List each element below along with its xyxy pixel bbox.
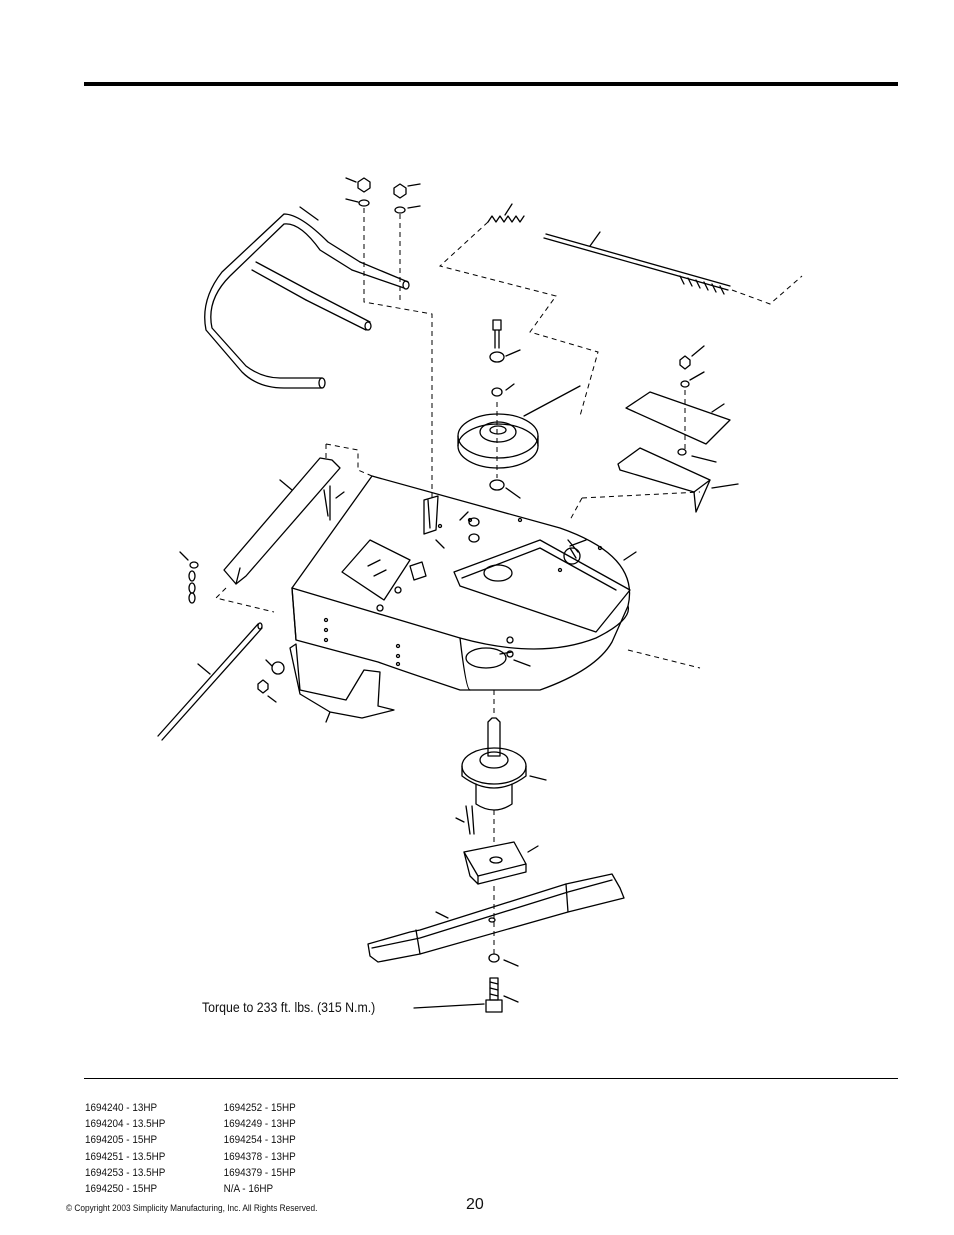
torque-note: Torque to 233 ft. lbs. (315 N.m.)	[202, 999, 376, 1015]
spring-and-rod	[487, 203, 731, 295]
model-item: 1694251 - 13.5HP	[85, 1150, 166, 1163]
model-item: 1694205 - 15HP	[85, 1134, 158, 1147]
model-item: 1694253 - 13.5HP	[85, 1166, 166, 1179]
model-list-right: 1694252 - 15HP 1694249 - 13HP 1694254 - …	[224, 1100, 296, 1197]
belt-guards	[617, 345, 739, 513]
top-hardware	[345, 177, 421, 214]
pulley	[457, 319, 581, 499]
model-item: 1694240 - 13HP	[85, 1102, 158, 1114]
model-item: 1694250 - 15HP	[85, 1182, 158, 1195]
model-item: 1694252 - 15HP	[223, 1102, 296, 1114]
copyright-notice: © Copyright 2003 Simplicity Manufacturin…	[66, 1203, 318, 1213]
page-number: 20	[466, 1196, 484, 1213]
model-item: 1694378 - 13HP	[223, 1150, 296, 1163]
assembly-lines	[215, 208, 803, 954]
handle-bar	[204, 206, 410, 389]
mower-deck	[291, 475, 637, 691]
spindle	[455, 717, 547, 835]
left-bracket	[223, 457, 341, 585]
top-rule	[84, 82, 898, 86]
model-item: N/A - 16HP	[223, 1182, 274, 1195]
rear-skid	[257, 643, 395, 723]
blade-adapter	[463, 841, 539, 885]
model-item: 1694204 - 13.5HP	[85, 1118, 166, 1131]
deck-bolts	[323, 485, 581, 667]
section-rule	[84, 1078, 898, 1079]
model-item: 1694249 - 13HP	[223, 1118, 296, 1131]
long-rod	[157, 622, 263, 741]
chain	[179, 551, 199, 604]
model-list-left: 1694240 - 13HP 1694204 - 13.5HP 1694205 …	[85, 1100, 165, 1197]
blade-bolt	[413, 953, 519, 1013]
model-item: 1694254 - 13HP	[223, 1134, 296, 1147]
blade	[367, 873, 625, 963]
model-item: 1694379 - 15HP	[223, 1166, 296, 1179]
